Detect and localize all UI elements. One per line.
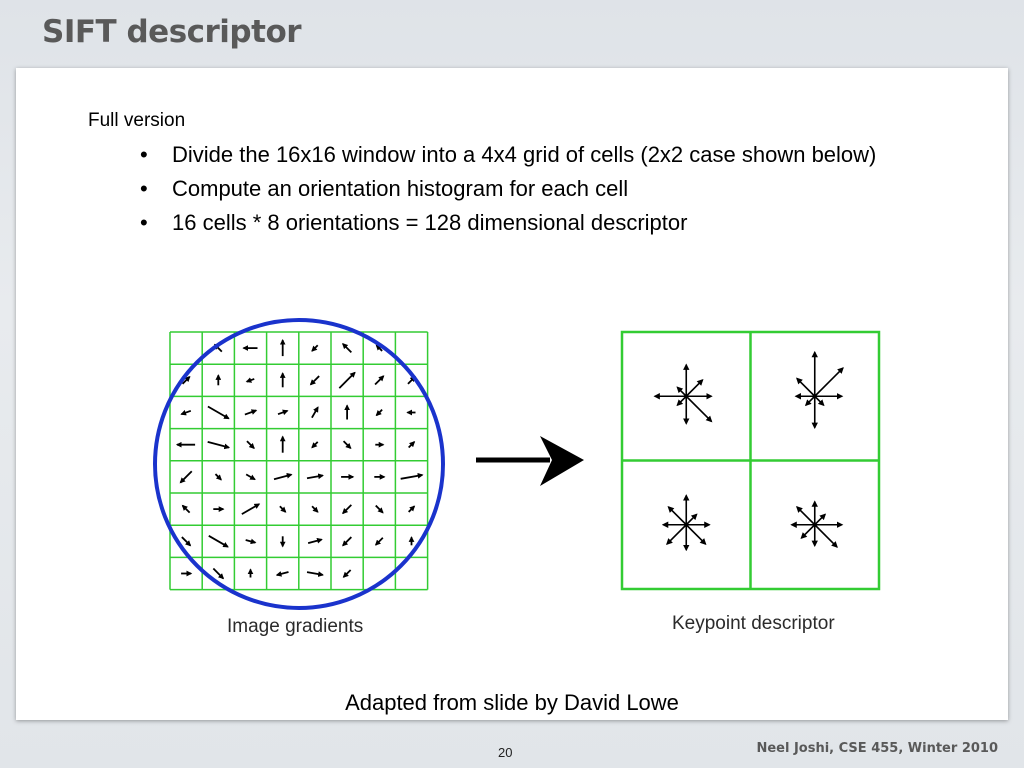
gradient-arrow [212,567,225,580]
gradient-arrow [307,537,323,544]
histogram-bin-arrow [814,367,844,397]
orientation-histogram [661,494,711,552]
bullet-item: Compute an orientation histogram for eac… [140,172,876,206]
histogram-bin-arrow [804,395,816,407]
gaussian-window-circle [153,318,445,610]
gradient-arrow [245,473,256,481]
gradient-arrow [338,371,356,389]
gradient-grid [169,331,429,591]
subheading: Full version [88,110,186,131]
gradient-arrow [311,505,319,513]
gradient-arrow [245,538,257,545]
gradient-arrow [408,505,416,513]
gradient-arrow [408,441,416,449]
bullet-list: Divide the 16x16 window into a 4x4 grid … [140,138,876,240]
gradient-arrow [374,375,385,386]
bullet-item: 16 cells * 8 orientations = 128 dimensio… [140,206,876,240]
orientation-histogram [794,350,844,430]
gradient-arrow [273,472,293,481]
histogram-bin-arrow [676,395,687,407]
page-number: 20 [498,745,513,760]
gradient-arrow [180,409,192,416]
histogram-bin-arrow [685,379,704,397]
orientation-histogram [653,363,713,425]
histogram-bin-arrow [796,506,816,526]
gradient-arrow [181,375,191,385]
gradient-arrow [277,409,289,416]
orientation-histogram [790,500,844,548]
gradient-arrow [374,537,384,546]
gradient-arrow [309,375,320,386]
caption: Adapted from slide by David Lowe [345,690,679,715]
gradient-arrow [279,505,287,513]
gradient-arrow [241,503,261,515]
gradient-arrow [208,535,229,548]
gradient-arrow [342,440,352,450]
gradient-arrow [375,409,383,417]
gradient-arrow [342,536,352,547]
gradient-arrow [245,377,255,383]
gradient-arrow [246,440,255,450]
bullet-item: Divide the 16x16 window into a 4x4 grid … [140,138,876,172]
histogram-bin-arrow [814,513,827,526]
gradient-arrow [375,504,384,514]
histogram-bin-arrow [814,395,825,407]
gradient-arrow [342,504,352,515]
gradient-arrow [181,536,192,547]
image-gradients-label: Image gradients [227,616,363,637]
gradient-arrow [342,343,352,353]
gradient-arrow [207,440,231,450]
histogram-bin-arrow [814,524,838,548]
gradient-arrow [244,409,258,416]
gradient-arrow [342,569,352,578]
transform-arrow [476,436,584,486]
histogram-bin-arrow [685,513,698,526]
histogram-bin-arrow [796,377,816,397]
gradient-arrow [311,406,319,419]
gradient-arrow [311,441,319,449]
histogram-bin-arrow [667,506,687,526]
gradient-arrow [207,405,230,420]
histogram-bin-arrow [685,395,713,423]
keypoint-descriptor-label: Keypoint descriptor [672,613,835,634]
gradient-arrow [306,571,324,577]
gradient-arrow [306,473,324,480]
histogram-bin-arrow [666,524,687,545]
gradient-arrow [275,571,289,577]
gradient-arrow [179,470,193,484]
histogram-bin-arrow [685,524,707,545]
slide-title: SIFT descriptor [42,14,302,50]
gradient-arrow [311,344,319,352]
histogram-bin-arrow [800,524,816,540]
gradient-arrow [214,473,222,481]
gradient-arrow [400,472,424,480]
gradient-arrows [175,338,424,580]
gradient-arrow [375,344,383,352]
gradient-arrow [181,504,191,514]
histogram-bin-arrow [676,386,687,397]
footer-credit: Neel Joshi, CSE 455, Winter 2010 [756,741,998,756]
keypoint-descriptor-grid [620,330,881,591]
